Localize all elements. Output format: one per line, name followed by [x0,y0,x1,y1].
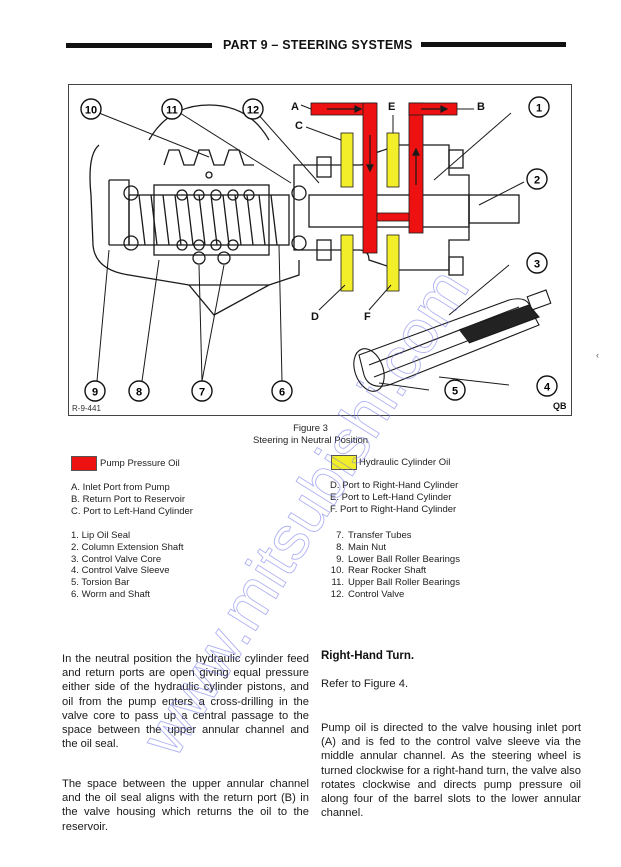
svg-text:12: 12 [247,105,259,117]
svg-text:1: 1 [536,103,542,115]
pump-pressure-channels [310,102,458,254]
port-item-c: C. Port to Left-Hand Cylinder [71,505,193,517]
legend-label-pump: Pump Pressure Oil [100,458,180,469]
part-item-8: 8.Main Nut [336,541,387,553]
worm-shaft-body [128,194,290,246]
port-e-channel [386,132,400,188]
port-label-a: A [291,101,299,113]
steering-gear-illustration: 10 11 12 1 2 3 4 5 6 7 8 9 A B C D E F R… [72,96,567,413]
steering-diagram: 10 11 12 1 2 3 4 5 6 7 8 9 A B C D E F R… [68,84,572,416]
part-item-11: 11.Upper Ball Roller Bearings [331,577,460,589]
port-item-a: A. Inlet Port from Pump [71,482,170,493]
port-label-b: B [477,101,485,113]
figure-number: Figure 3 [293,423,328,434]
svg-text:8: 8 [136,387,142,399]
callout-12: 12 [242,98,264,120]
legend-swatch-pump [71,456,97,471]
inlet-vertical [362,102,378,254]
figure-reference: Refer to Figure 4. [321,678,409,690]
sector-gear-arc [148,104,270,141]
legend-label-cylinder: Hydraulic Cylinder Oil [359,457,451,468]
callout-4: 4 [536,375,558,397]
callout-1: 1 [528,96,550,118]
svg-text:4: 4 [544,382,551,394]
svg-text:3: 3 [534,259,540,271]
callout-11: 11 [161,98,183,120]
port-letters: A B C D E F [291,101,485,323]
figure-ref-code: R-9-441 [72,404,101,413]
port-label-f: F [364,311,371,323]
port-label-e: E [388,101,395,113]
end-cap [108,179,130,246]
sector-gear-teeth [163,149,254,166]
column-shaft [468,194,520,224]
leader-lines [96,104,525,391]
svg-text:5: 5 [452,386,458,398]
svg-text:10: 10 [85,105,97,117]
callout-2: 2 [526,168,548,190]
ports-list-left: A. Inlet Port from Pump B. Return Port t… [71,482,193,517]
parts-list-right: 7.Transfer Tubes 8.Main Nut 9.Lower Ball… [330,530,460,601]
svg-text:11: 11 [166,105,178,117]
part-item-9: 9.Lower Ball Roller Bearings [336,553,460,565]
valve-housing [293,144,470,271]
worm-threads [138,194,278,246]
figure-subtitle: Steering in Neutral Position [252,435,369,446]
port-item-d: D. Port to Right-Hand Cylinder [330,480,459,491]
callout-5: 5 [444,379,466,401]
callout-8: 8 [128,380,150,402]
right-hand-turn-paragraph: Pump oil is directed to the valve housin… [321,722,581,820]
parts-list-left: 1. Lip Oil Seal 2. Column Extension Shaf… [71,530,184,601]
svg-text:2: 2 [534,175,540,187]
port-label-d: D [311,311,319,323]
part-item-4: 4. Control Valve Sleeve [71,565,170,577]
page-edge-mark: ‹ [596,350,599,360]
neutral-paragraph-1: In the neutral position the hydraulic cy… [62,653,309,751]
part-item-5: 5. Torsion Bar [71,577,130,589]
callout-7: 7 [191,380,213,402]
callout-10: 10 [80,98,102,120]
part-item-7: 7.Transfer Tubes [336,530,412,541]
right-hand-turn-heading: Right-Hand Turn. [321,650,415,662]
neutral-paragraph-2: The space between the upper annular chan… [62,778,309,833]
port-c-channel [340,132,354,188]
housing-outline [89,144,300,286]
port-d-channel [340,234,354,292]
legend-swatch-cylinder [331,455,357,470]
svg-text:7: 7 [199,387,205,399]
cylinder-oil-channels [340,132,400,292]
part-item-3: 3. Control Valve Core [71,553,162,565]
port-item-f: F. Port to Right-Hand Cylinder [330,503,457,515]
valve-cutaway-illustration [353,289,552,392]
header-rule-left [66,43,212,48]
ports-list-right: D. Port to Right-Hand Cylinder E. Port t… [330,480,458,515]
publisher-logo: QB [553,401,567,411]
callout-markers: 10 11 12 1 2 3 4 5 6 7 8 9 [80,96,558,402]
page-header: PART 9 – STEERING SYSTEMS [66,38,578,54]
port-item-e: E. Port to Left-Hand Cylinder [330,491,452,503]
callout-3: 3 [526,252,548,274]
port-label-c: C [295,120,303,132]
main-nut [153,184,270,256]
part-item-1: 1. Lip Oil Seal [71,530,131,541]
part-item-10: 10.Rear Rocker Shaft [330,565,427,577]
bracket [188,284,270,316]
svg-text:6: 6 [279,387,285,399]
part-item-6: 6. Worm and Shaft [71,588,151,600]
part-item-12: 12.Control Valve [330,588,405,600]
section-title: PART 9 – STEERING SYSTEMS [223,38,413,52]
valve-spool [308,194,470,228]
callout-9: 9 [84,380,106,402]
header-rule-right [421,42,566,47]
svg-text:9: 9 [92,387,98,399]
part-item-2: 2. Column Extension Shaft [71,541,184,553]
callout-6: 6 [271,380,293,402]
flow-arrows [327,105,449,185]
port-f-channel [386,234,400,292]
port-item-b: B. Return Port to Reservoir [71,493,186,505]
